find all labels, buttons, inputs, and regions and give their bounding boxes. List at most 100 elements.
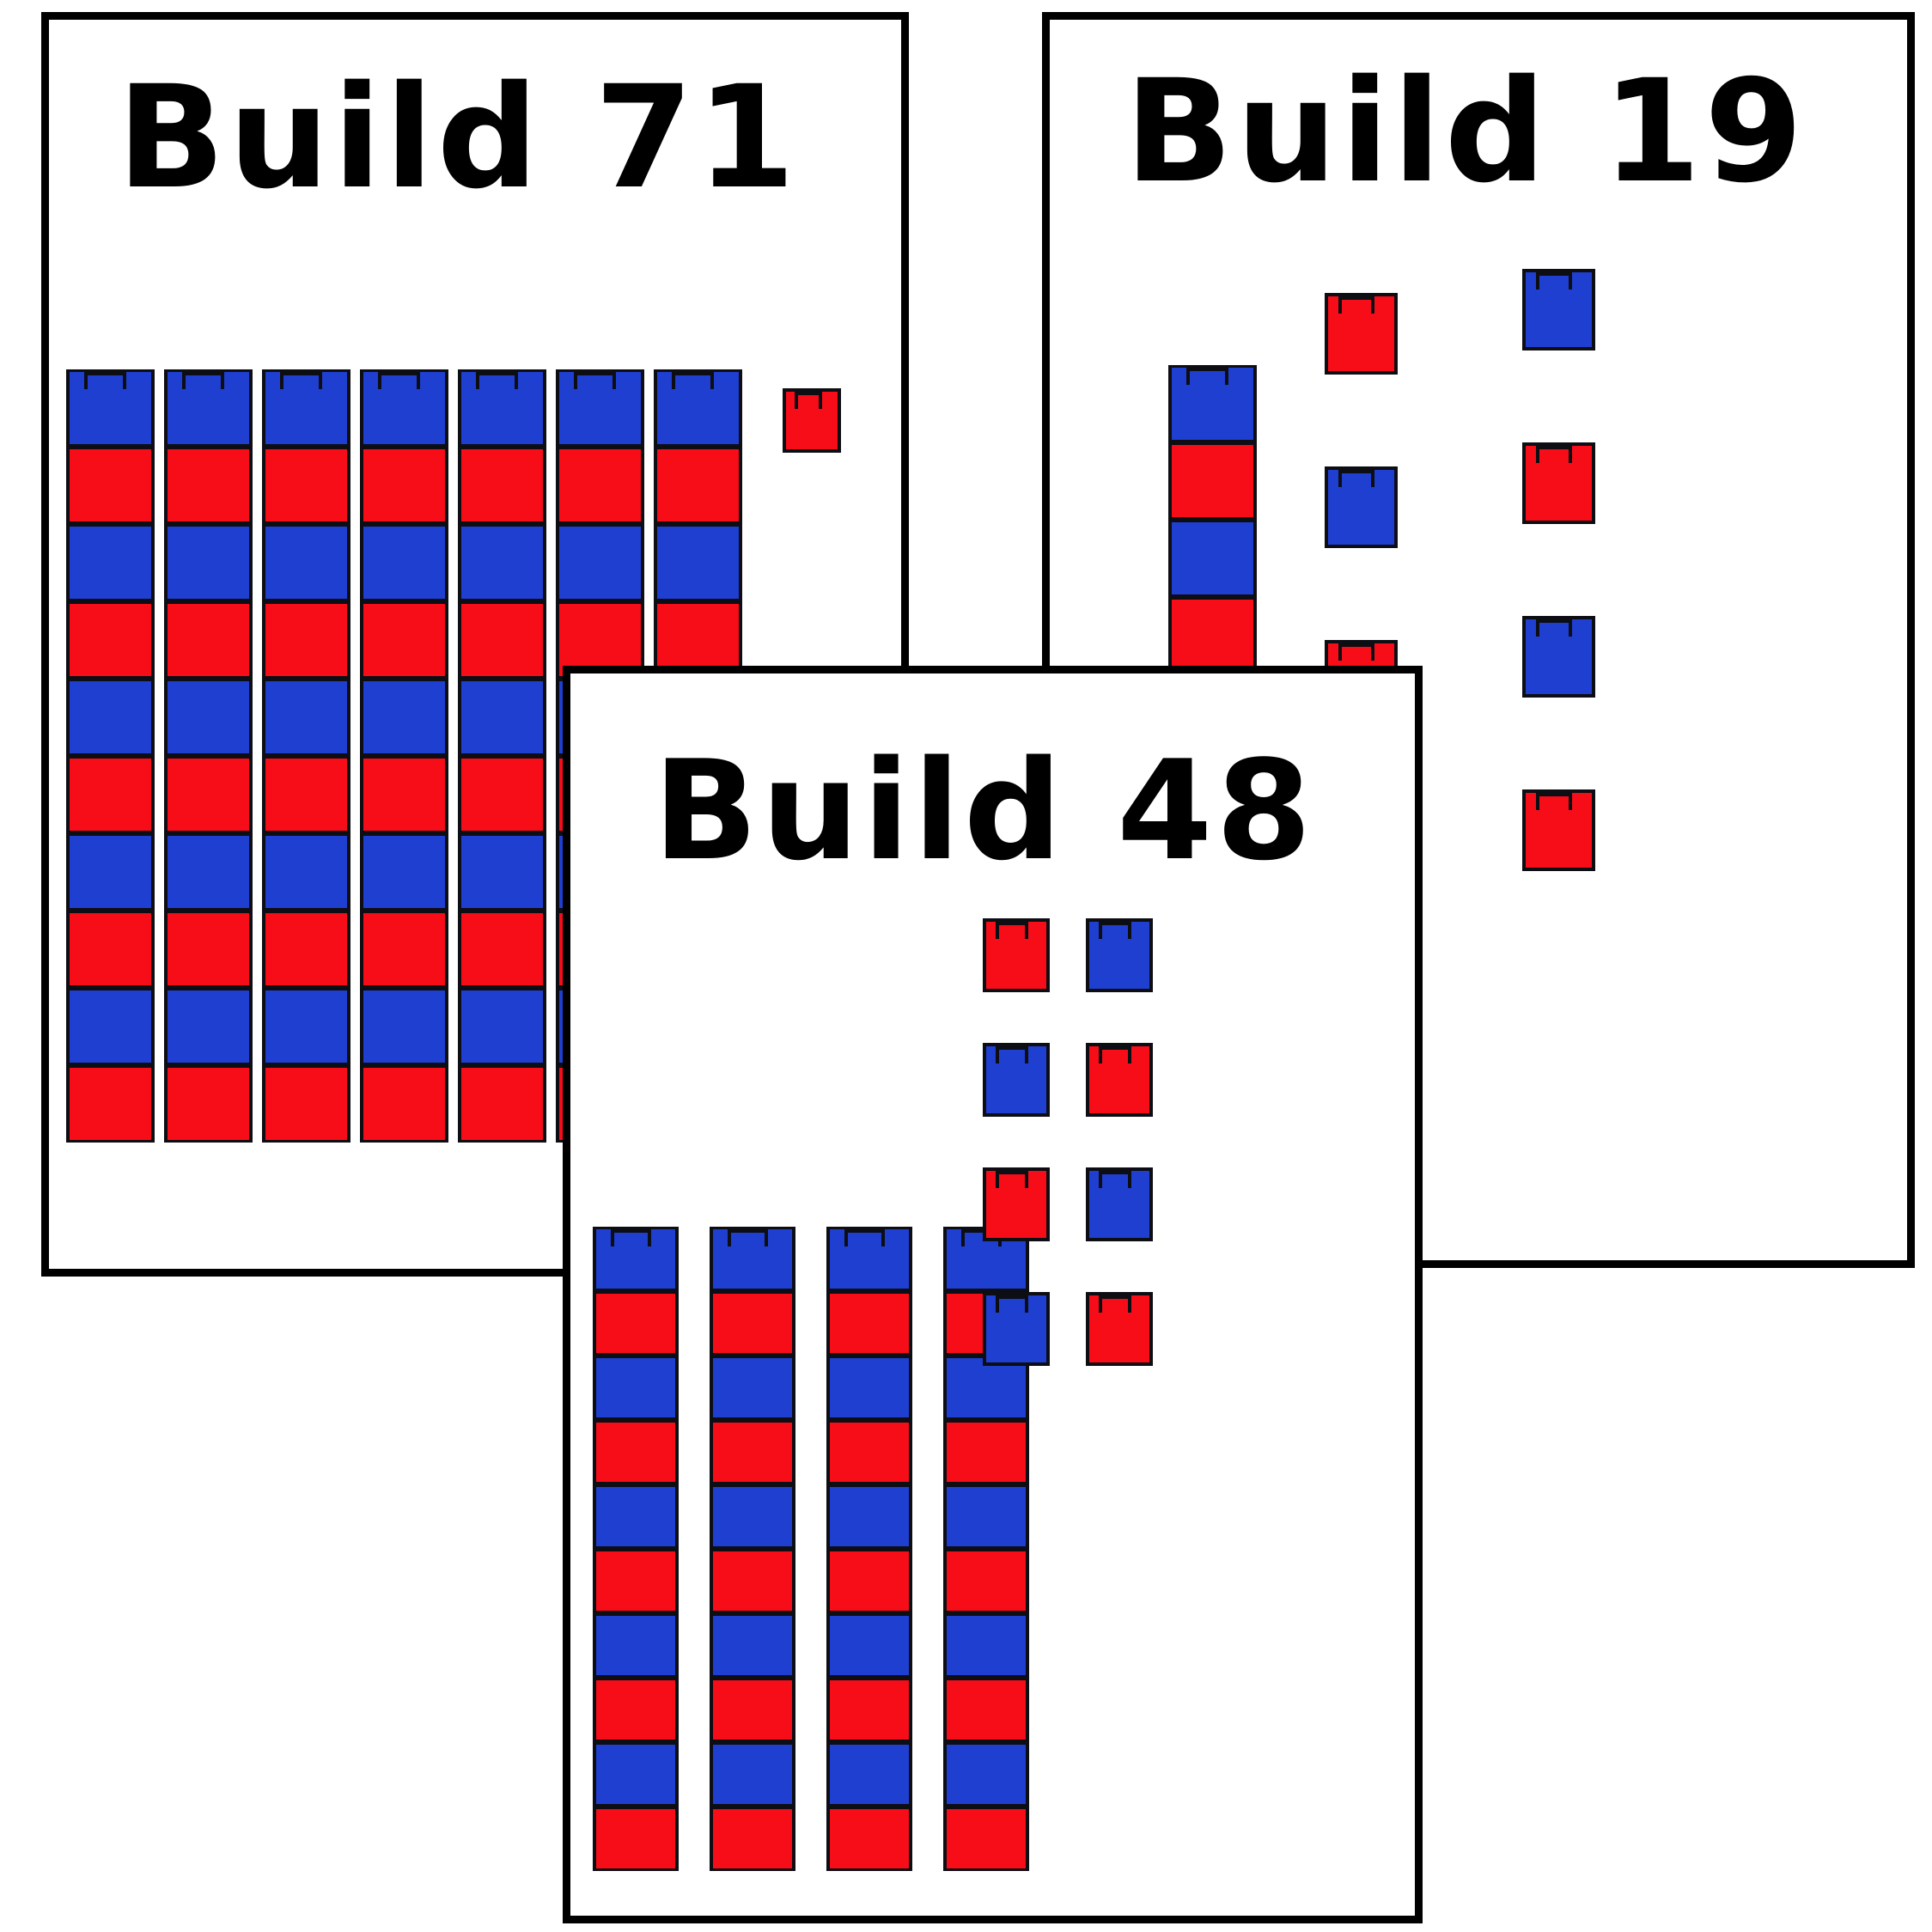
cube-stud-icon (1099, 922, 1131, 939)
snap-cube-red (360, 756, 448, 833)
snap-cube-red (1086, 1292, 1153, 1366)
snap-cube-blue (593, 1484, 679, 1549)
snap-cube-blue (360, 679, 448, 756)
snap-cube-red (1086, 1043, 1153, 1117)
cube-stud-icon (1338, 296, 1374, 314)
snap-cube-red (983, 918, 1050, 992)
snap-cube-red (826, 1807, 912, 1871)
snap-cube-red (826, 1291, 912, 1356)
snap-cube-red (593, 1549, 679, 1613)
snap-cube-blue (826, 1742, 912, 1807)
snap-cube-blue (262, 524, 350, 601)
snap-cube-red (262, 911, 350, 988)
snap-cube-blue (1522, 616, 1595, 698)
snap-cube-blue (66, 524, 155, 601)
snap-cube-blue (556, 369, 644, 447)
snap-cube-blue (556, 524, 644, 601)
cube-stud-icon (996, 1171, 1028, 1188)
cube-stud-icon (996, 1295, 1028, 1313)
snap-cube-red (710, 1678, 795, 1742)
cube-stud-icon (1536, 446, 1572, 463)
cube-stud-icon (378, 372, 421, 389)
snap-cube-red (710, 1291, 795, 1356)
cube-stud-icon (1536, 793, 1572, 810)
snap-cube-blue (1522, 269, 1595, 350)
cube-tower (360, 369, 448, 1143)
snap-cube-red (593, 1291, 679, 1356)
snap-cube-blue (262, 988, 350, 1065)
snap-cube-red (458, 756, 546, 833)
snap-cube-red (66, 601, 155, 679)
snap-cube-red (262, 756, 350, 833)
snap-cube-blue (458, 679, 546, 756)
snap-cube-blue (164, 679, 253, 756)
snap-cube-blue (826, 1356, 912, 1420)
cube-stud-icon (280, 372, 323, 389)
snap-cube-blue (1325, 466, 1398, 548)
snap-cube-red (943, 1549, 1029, 1613)
snap-cube-red (458, 911, 546, 988)
snap-cube-red (66, 911, 155, 988)
snap-cube-blue (593, 1613, 679, 1678)
snap-cube-blue (360, 833, 448, 911)
build-card-48[interactable]: Build 48 (563, 666, 1423, 1923)
snap-cube-red (66, 447, 155, 524)
snap-cube-red (710, 1807, 795, 1871)
cube-stud-icon (574, 372, 617, 389)
cube-stacks-48 (570, 673, 1415, 1916)
snap-cube-blue (458, 369, 546, 447)
snap-cube-red (360, 447, 448, 524)
cube-tower (458, 369, 546, 1143)
snap-cube-blue (983, 1292, 1050, 1366)
snap-cube-red (1522, 789, 1595, 871)
snap-cube-red (654, 447, 742, 524)
snap-cube-blue (66, 679, 155, 756)
snap-cube-blue (262, 833, 350, 911)
snap-cube-blue (164, 524, 253, 601)
cube-stud-icon (1536, 619, 1572, 637)
page-title-71: Build 71 (117, 55, 799, 220)
snap-cube-red (262, 601, 350, 679)
snap-cube-blue (593, 1356, 679, 1420)
cube-stud-icon (672, 372, 715, 389)
snap-cube-blue (710, 1484, 795, 1549)
snap-cube-red (710, 1420, 795, 1484)
snap-cube-red (164, 1065, 253, 1143)
snap-cube-red (458, 601, 546, 679)
snap-cube-blue (710, 1356, 795, 1420)
snap-cube-blue (654, 369, 742, 447)
snap-cube-red (826, 1678, 912, 1742)
cube-tower (710, 1227, 795, 1871)
snap-cube-red (360, 601, 448, 679)
snap-cube-red (164, 911, 253, 988)
snap-cube-red (1325, 293, 1398, 375)
cube-tower (66, 369, 155, 1143)
snap-cube-red (1522, 442, 1595, 524)
snap-cube-blue (710, 1613, 795, 1678)
cube-tower (593, 1227, 679, 1871)
snap-cube-red (556, 447, 644, 524)
cube-tower (262, 369, 350, 1143)
snap-cube-red (1168, 597, 1257, 674)
snap-cube-blue (360, 524, 448, 601)
snap-cube-red (66, 756, 155, 833)
snap-cube-red (164, 601, 253, 679)
cube-stud-icon (996, 922, 1028, 939)
snap-cube-blue (943, 1613, 1029, 1678)
snap-cube-red (943, 1807, 1029, 1871)
snap-cube-blue (710, 1742, 795, 1807)
snap-cube-red (360, 1065, 448, 1143)
snap-cube-blue (826, 1613, 912, 1678)
cube-tower (826, 1227, 912, 1871)
cube-stud-icon (996, 1046, 1028, 1064)
snap-cube-blue (710, 1227, 795, 1291)
snap-cube-blue (262, 369, 350, 447)
snap-cube-blue (66, 988, 155, 1065)
snap-cube-blue (164, 988, 253, 1065)
cube-stud-icon (1099, 1046, 1131, 1064)
snap-cube-blue (458, 524, 546, 601)
snap-cube-blue (826, 1227, 912, 1291)
snap-cube-blue (943, 1356, 1029, 1420)
snap-cube-red (943, 1678, 1029, 1742)
snap-cube-blue (66, 833, 155, 911)
